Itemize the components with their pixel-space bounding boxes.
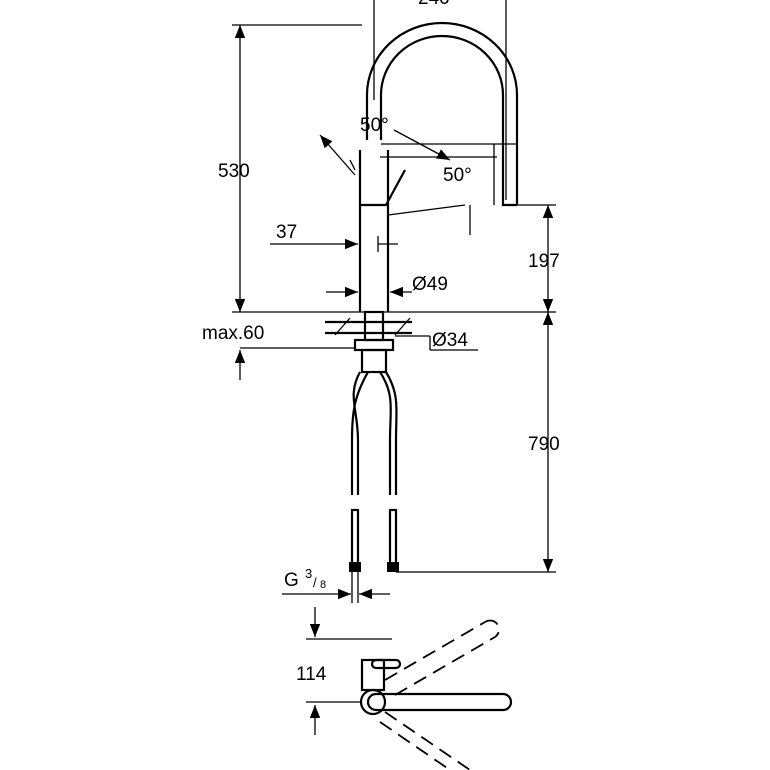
lever-depth-label: 114: [296, 664, 327, 685]
spout: [365, 21, 519, 207]
hose-length-label: 790: [528, 434, 560, 455]
max-thickness-label: max.60: [202, 323, 264, 344]
thread-label: G: [284, 570, 299, 591]
thread-numerator: 3: [305, 566, 312, 581]
hole-diameter-label: Ø34: [432, 330, 468, 351]
height-dimension: 530: [218, 24, 362, 312]
spout-height-label: 197: [528, 251, 560, 272]
thread-slash: /: [313, 575, 317, 590]
reach-dimension: 240: [373, 0, 507, 200]
angle-left-label: 50°: [360, 115, 389, 136]
hoses: [349, 371, 399, 603]
height-label: 530: [218, 161, 250, 182]
angle-left-line: [319, 134, 356, 176]
lever-offset-label: 37: [276, 222, 297, 243]
thread-denominator: 8: [320, 579, 326, 591]
lever-top-view: [359, 619, 513, 770]
faucet-body: [349, 150, 471, 312]
countertop: [325, 310, 412, 374]
angle-right-line: [393, 129, 451, 161]
angle-right-label: 50°: [443, 165, 472, 186]
reach-label: 240: [418, 0, 450, 9]
body-diameter-label: Ø49: [412, 274, 448, 295]
